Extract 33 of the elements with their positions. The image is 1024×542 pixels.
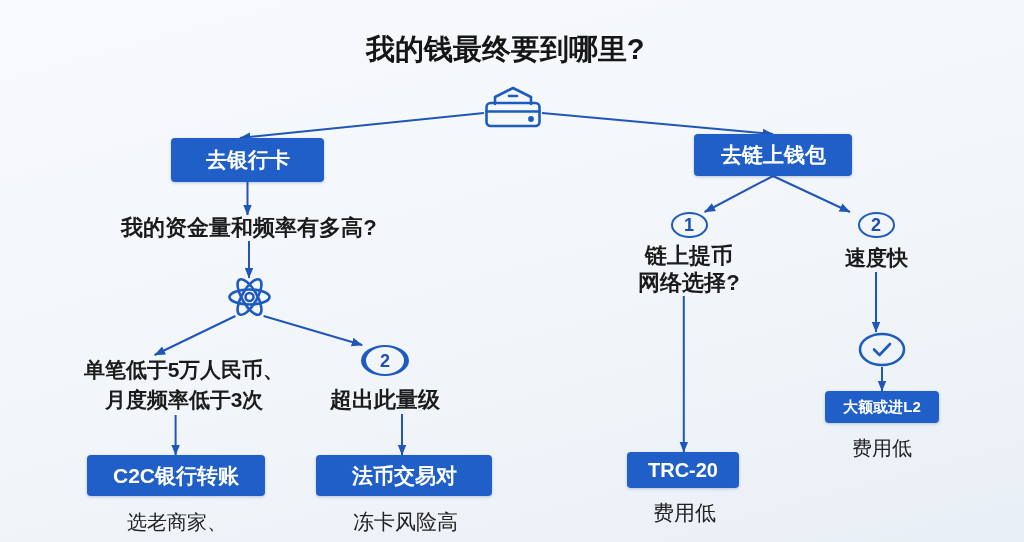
note-text: 费用低: [651, 500, 717, 526]
arrow: [397, 413, 407, 456]
process-box: 法币交易对: [316, 455, 492, 496]
condition-text: 超出此量级: [330, 386, 440, 414]
arrow: [244, 240, 254, 279]
arrow: [772, 175, 851, 213]
arrow: [262, 315, 364, 347]
arrow: [877, 366, 887, 392]
arrow: [243, 181, 252, 216]
diagram-title: 我的钱最终要到哪里?: [364, 32, 646, 67]
arrow: [871, 271, 881, 333]
condition-text: 单笔低于5万人民币、月度频率低于3次: [79, 355, 289, 415]
note-text: 冻卡风险高: [351, 509, 459, 535]
arrow: [171, 414, 180, 456]
process-box: 大额或进L2: [825, 391, 939, 423]
check-circle-icon: [858, 332, 906, 367]
note-text: 选老商家、: [126, 510, 228, 535]
arrow: [153, 315, 237, 356]
process-box: 去链上钱包: [694, 134, 852, 176]
atom-icon: [226, 278, 273, 316]
note-text: 费用低: [851, 436, 913, 461]
arrow: [703, 175, 774, 213]
wallet-icon: [484, 85, 542, 128]
question-text: 我的资金量和频率有多高?: [109, 215, 389, 241]
question-text: 链上提币网络选择?: [637, 242, 741, 296]
step-number: 2: [361, 345, 409, 376]
process-box: C2C银行转账: [87, 455, 265, 496]
feature-text: 速度快: [844, 245, 908, 271]
step-number: 2: [857, 212, 895, 238]
process-box: 去银行卡: [171, 138, 324, 182]
step-number: 1: [670, 212, 708, 238]
process-box: TRC-20: [627, 452, 739, 488]
arrow: [679, 295, 689, 453]
